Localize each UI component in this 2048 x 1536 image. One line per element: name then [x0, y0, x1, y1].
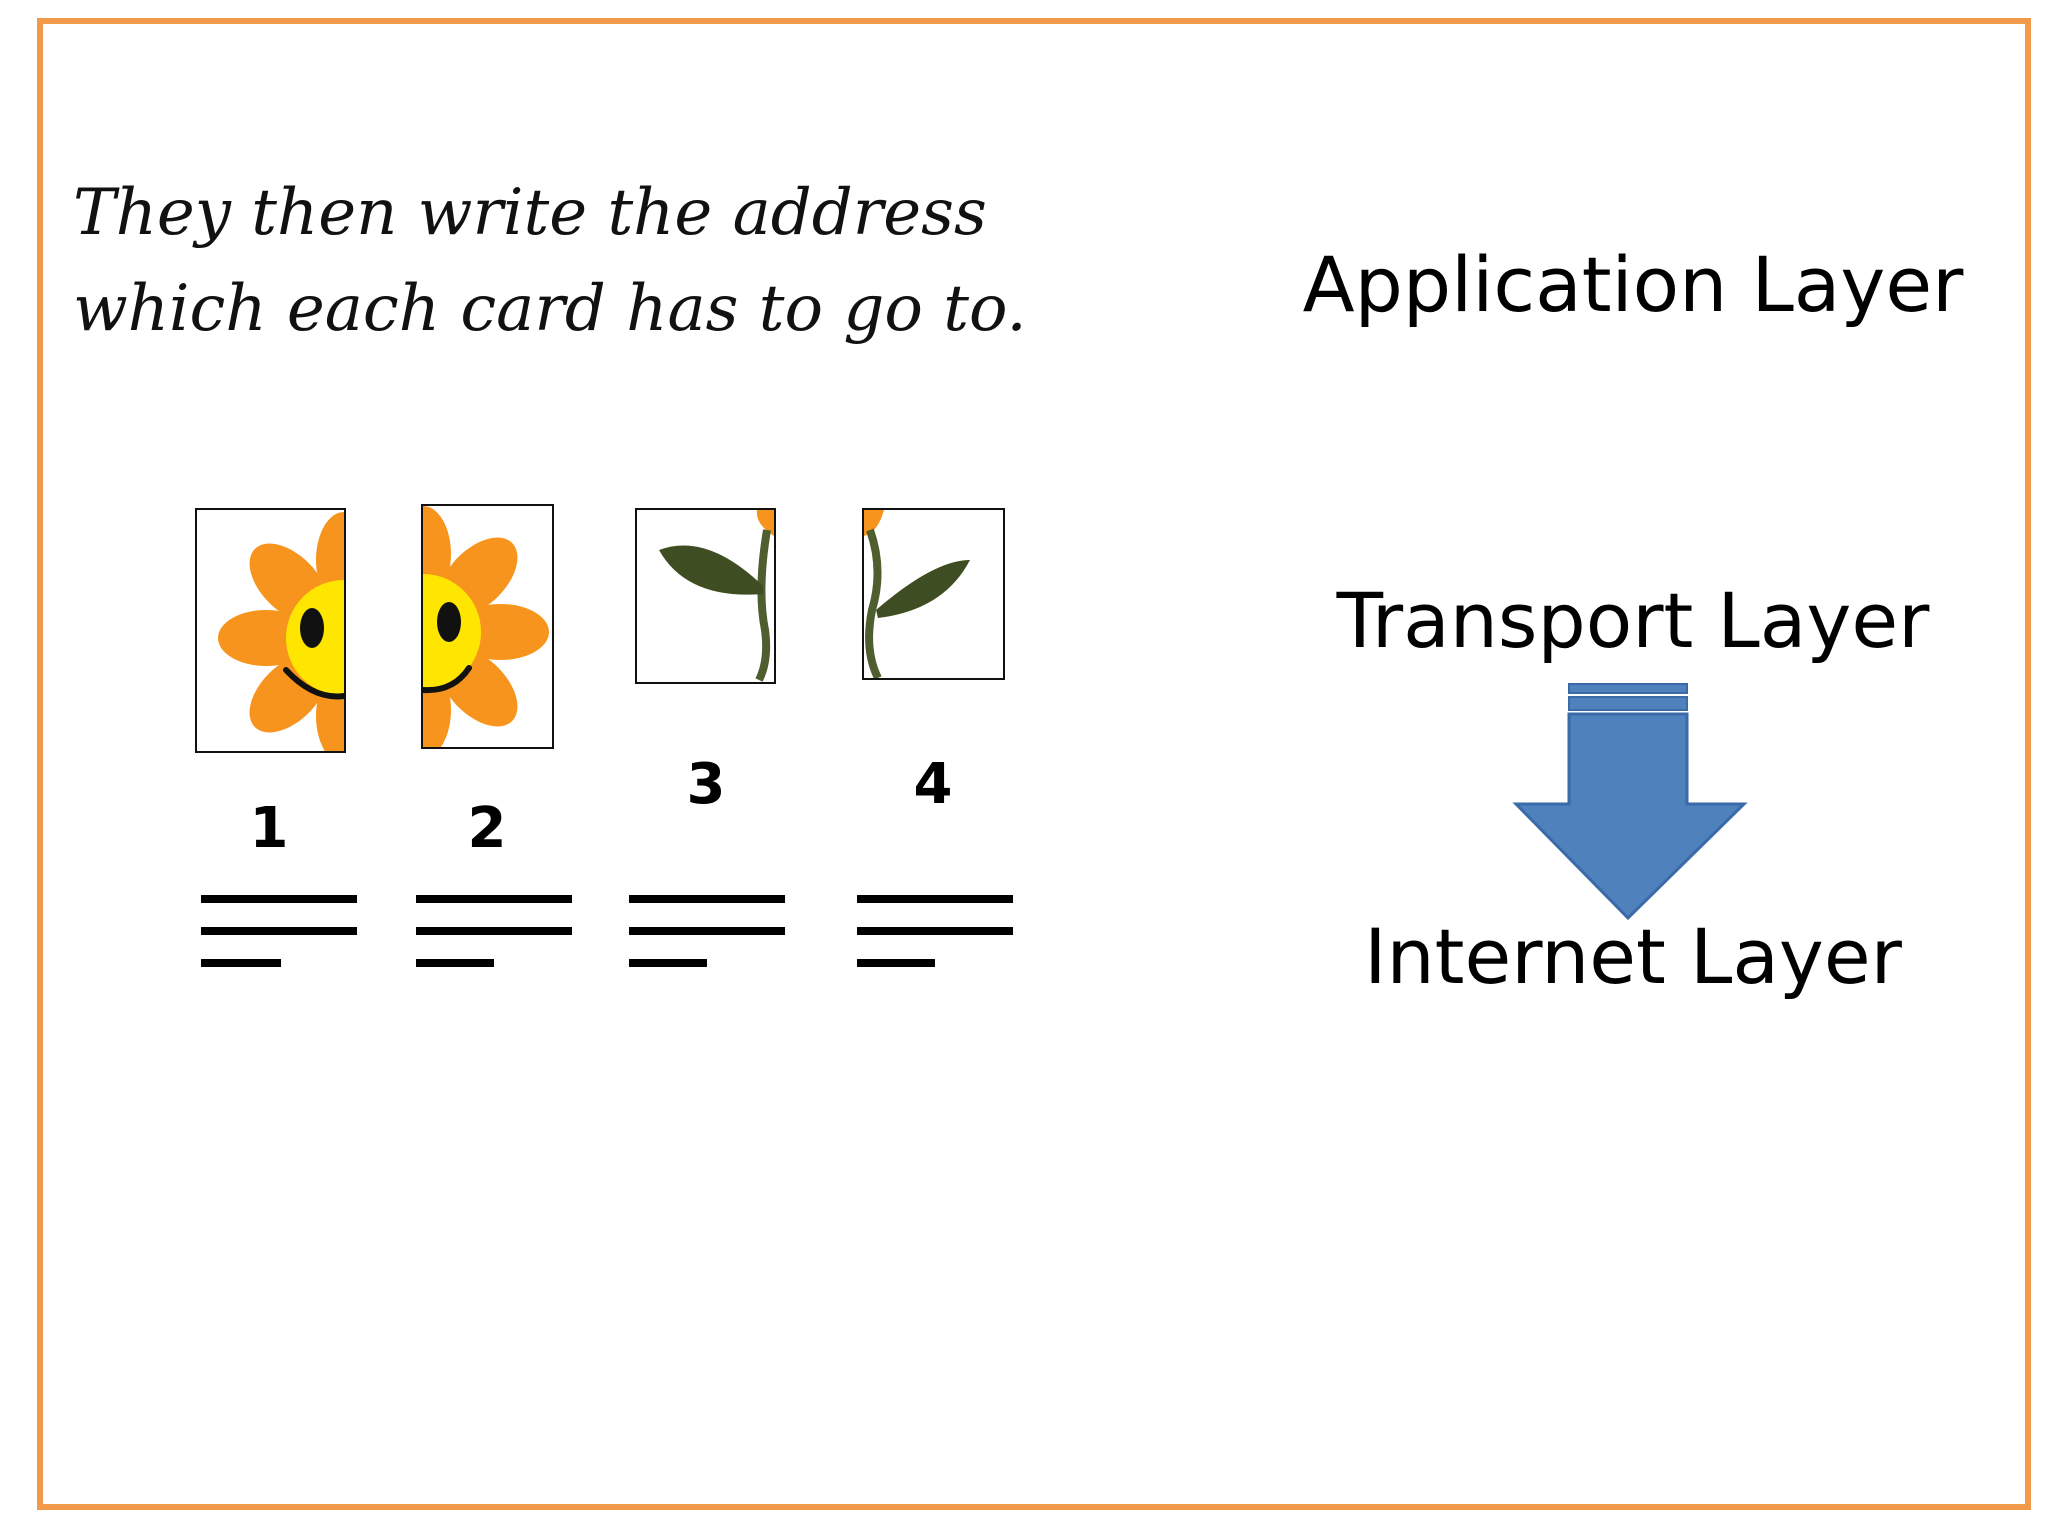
- card-2: [421, 504, 554, 749]
- card-1-number: 1: [249, 796, 289, 861]
- stem-right-half-image: [864, 510, 970, 678]
- card-1-address-lines: [201, 895, 357, 975]
- internet-layer-label: Internet Layer: [1364, 912, 1902, 1001]
- caption-text: They then write the address which each c…: [73, 176, 1027, 346]
- card-4-number: 4: [913, 752, 953, 817]
- stem-left-half-image: [659, 510, 774, 682]
- transport-layer-label: Transport Layer: [1336, 576, 1930, 665]
- flower-right-half-image: [423, 506, 549, 747]
- slide-frame: [37, 18, 2031, 1510]
- flower-left-half-image: [218, 512, 344, 751]
- card-1: [195, 508, 346, 753]
- card-2-number: 2: [467, 796, 507, 861]
- card-2-address-lines: [416, 895, 572, 975]
- application-layer-label: Application Layer: [1302, 240, 1964, 329]
- card-3: [635, 508, 776, 684]
- down-arrow-icon: [1512, 683, 1748, 921]
- card-4: [862, 508, 1005, 680]
- card-4-address-lines: [857, 895, 1013, 975]
- card-3-number: 3: [686, 752, 726, 817]
- card-3-address-lines: [629, 895, 785, 975]
